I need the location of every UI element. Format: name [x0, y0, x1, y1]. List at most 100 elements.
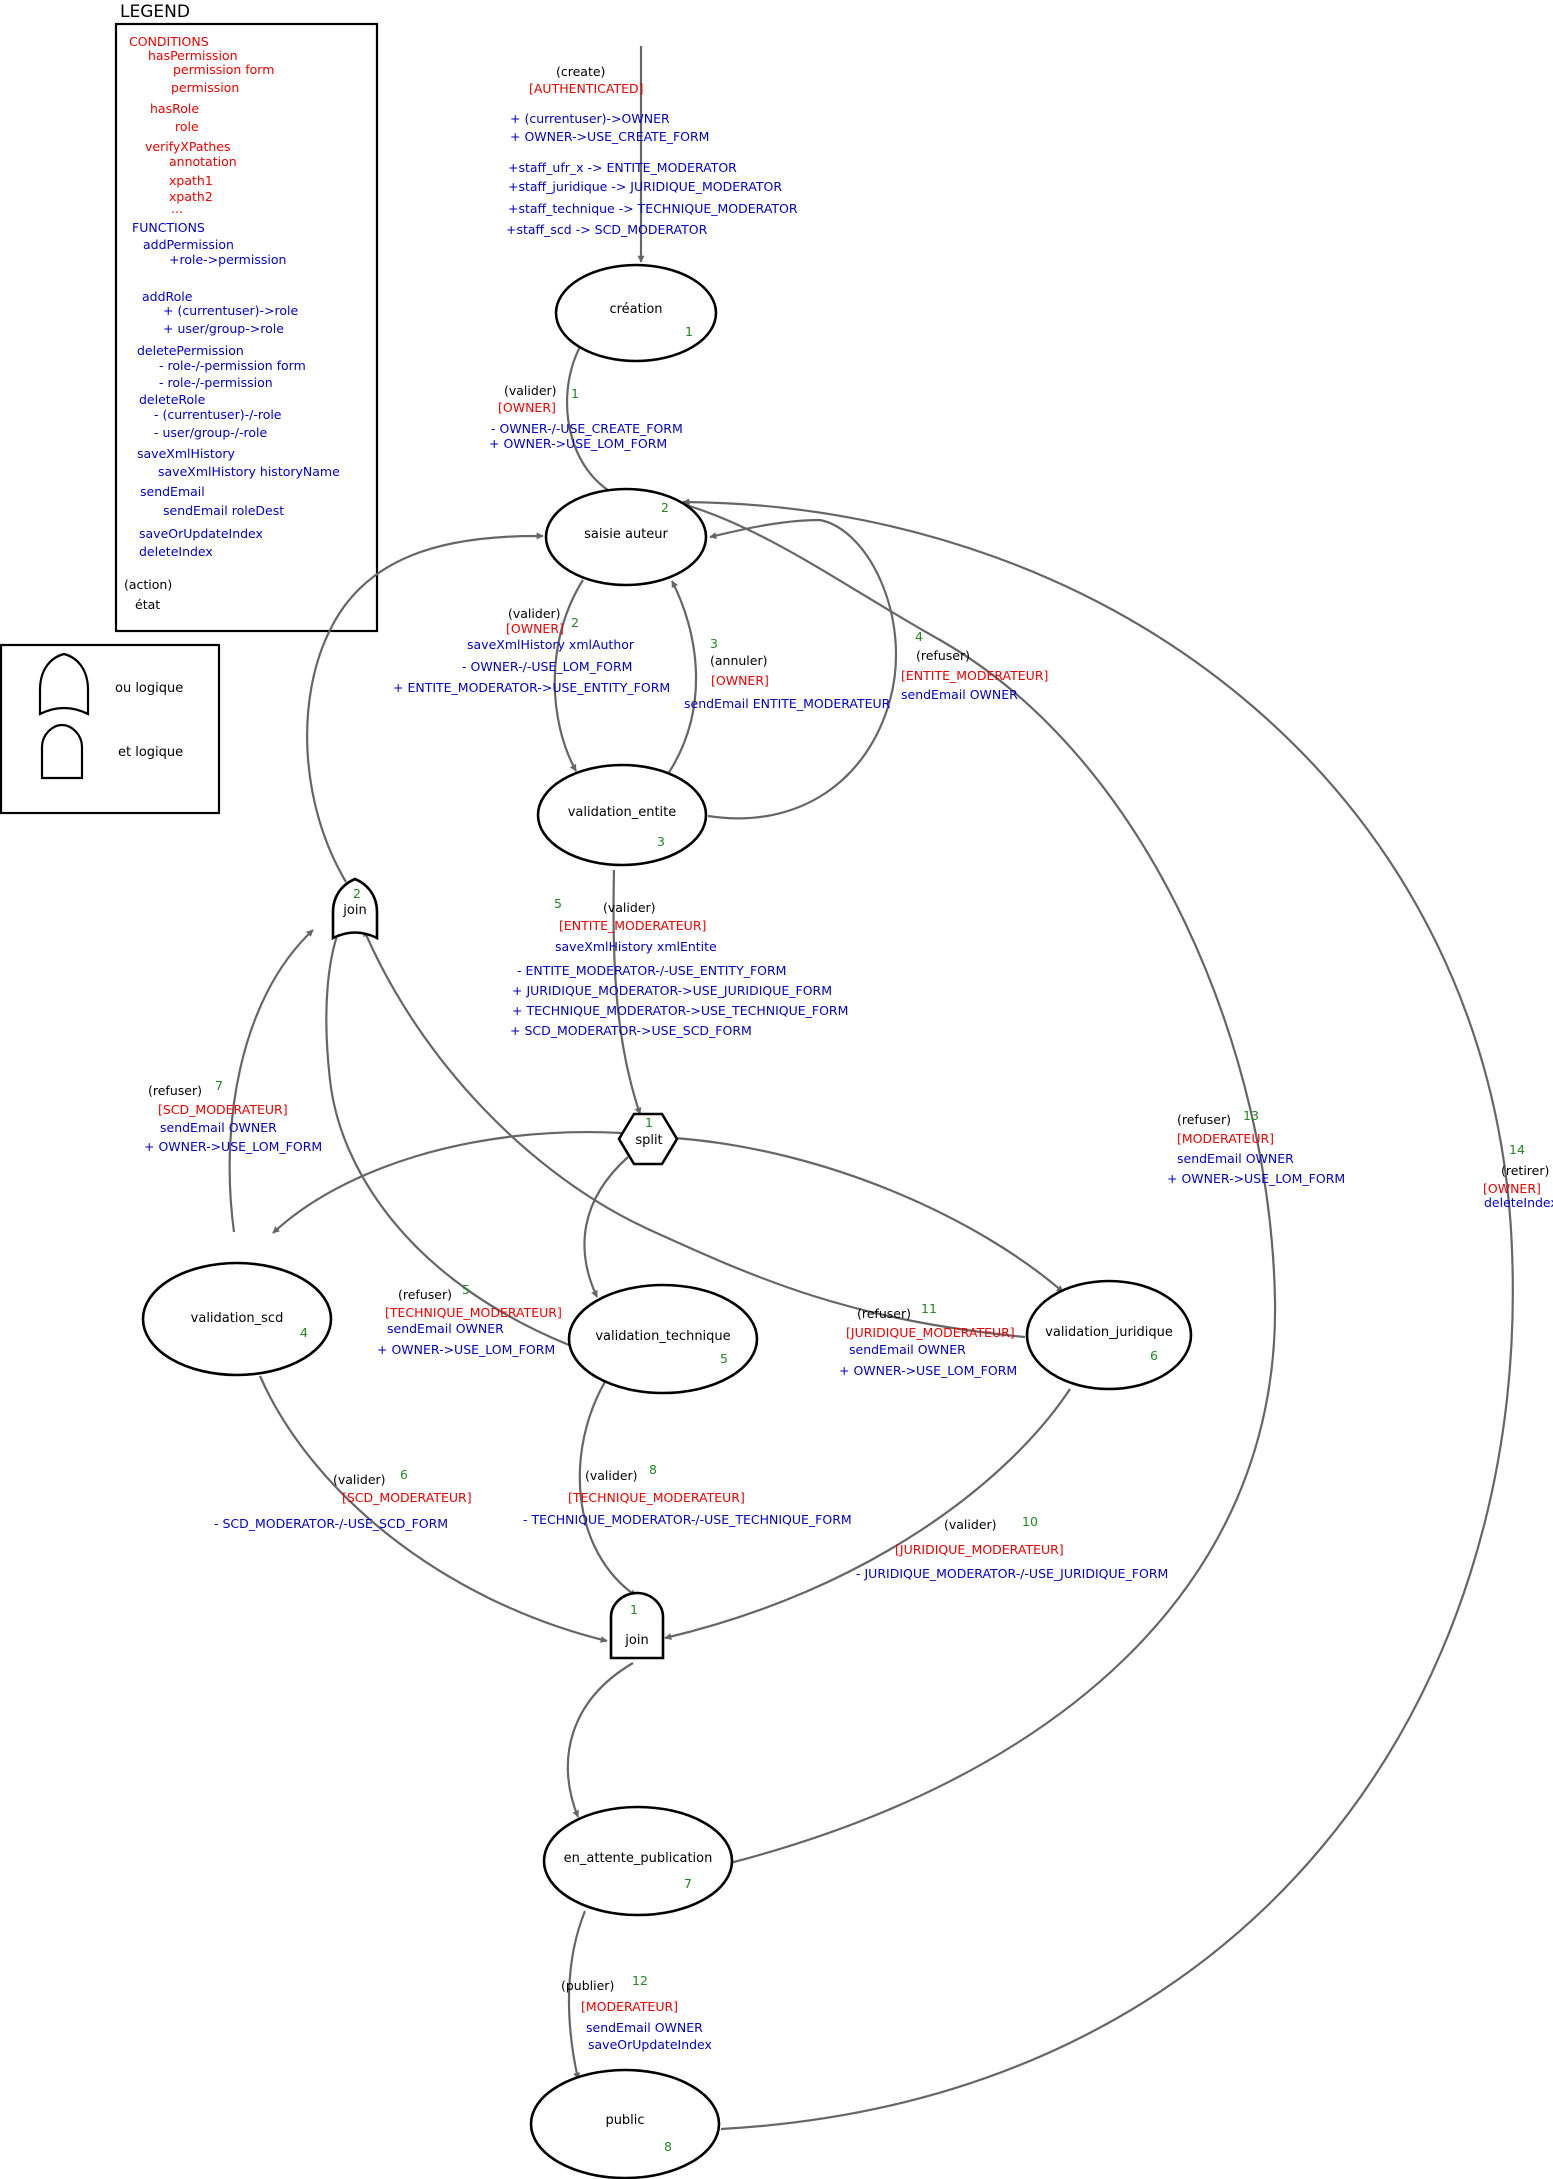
edge-2 [553, 579, 584, 772]
function-label: sendEmail OWNER [1177, 1151, 1294, 1166]
legend-line: + user/group->role [163, 321, 284, 336]
edge-label-12: 12 (publier) [MODERATEUR] sendEmail OWNE… [561, 1973, 712, 2052]
legend-lines: CONDITIONS hasPermission permission form… [124, 34, 340, 612]
join-or-gate[interactable]: join 2 [331, 877, 379, 941]
function-label: saveXmlHistory xmlAuthor [467, 637, 635, 652]
function-label: + OWNER->USE_LOM_FORM [1167, 1171, 1345, 1186]
state-validation-juridique[interactable]: validation_juridique 6 [1025, 1279, 1193, 1391]
state-validation-scd[interactable]: validation_scd 4 [141, 1261, 333, 1377]
edge-label-1: 1 (valider) [OWNER] - OWNER-/-USE_CREATE… [489, 383, 683, 451]
function-label: saveXmlHistory xmlEntite [555, 939, 717, 954]
edge-number: 5 [554, 896, 562, 911]
state-validation-entite[interactable]: validation_entite 3 [536, 763, 708, 867]
edge-8 [578, 1379, 637, 1597]
edge-5b [325, 929, 570, 1347]
function-label: - SCD_MODERATOR-/-USE_SCD_FORM [214, 1516, 448, 1531]
action-label: (valider) [508, 606, 561, 621]
condition-label: [TECHNIQUE_MODERATEUR] [568, 1490, 745, 1505]
action-label: (refuser) [1177, 1112, 1231, 1127]
function-label: +staff_technique -> TECHNIQUE_MODERATOR [508, 201, 798, 216]
edge-number: 6 [400, 1467, 408, 1482]
legend-line: CONDITIONS [129, 34, 209, 49]
legend-line: sendEmail roleDest [163, 503, 284, 518]
condition-label: [TECHNIQUE_MODERATEUR] [385, 1305, 562, 1320]
edge-number: 10 [1022, 1514, 1038, 1529]
edge-7 [228, 929, 314, 1233]
function-label: sendEmail ENTITE_MODERATEUR [684, 696, 891, 711]
node-label: validation_scd [191, 1311, 284, 1326]
legend-line: xpath2 [169, 189, 213, 204]
edge-label-5b: 5 (refuser) [TECHNIQUE_MODERATEUR] sendE… [377, 1282, 562, 1357]
legend-line: saveOrUpdateIndex [139, 526, 263, 541]
function-label: + OWNER->USE_LOM_FORM [144, 1139, 322, 1154]
edge-label-13: 13 (refuser) [MODERATEUR] sendEmail OWNE… [1167, 1108, 1345, 1186]
legend-line: permission [171, 80, 239, 95]
action-label: (retirer) [1501, 1163, 1549, 1178]
state-public[interactable]: public 8 [529, 2068, 721, 2179]
legend-line: addPermission [143, 237, 234, 252]
condition-label: [JURIDIQUE_MODERATEUR] [846, 1325, 1015, 1340]
function-label: + ENTITE_MODERATOR->USE_ENTITY_FORM [393, 680, 670, 695]
condition-label: [AUTHENTICATED] [529, 81, 644, 96]
legend-line: - user/group-/-role [154, 425, 267, 440]
action-label: (refuser) [398, 1287, 452, 1302]
edge-14 [682, 498, 1514, 2131]
node-label: validation_juridique [1045, 1325, 1173, 1340]
edge-label-2: 2 (valider) [OWNER] saveXmlHistory xmlAu… [393, 606, 670, 695]
edge-label-10: 10 (valider) [JURIDIQUE_MODERATEUR] - JU… [856, 1514, 1168, 1581]
condition-label: [ENTITE_MODERATEUR] [901, 668, 1048, 683]
function-label: sendEmail OWNER [849, 1342, 966, 1357]
edge-label-4: 4 (refuser) [ENTITE_MODERATEUR] sendEmai… [901, 629, 1048, 702]
function-label: - JURIDIQUE_MODERATOR-/-USE_JURIDIQUE_FO… [856, 1566, 1168, 1581]
edge-number: 7 [215, 1078, 223, 1093]
state-en-attente-publication[interactable]: en_attente_publication 7 [542, 1805, 734, 1917]
edge-join-to-saisie [306, 532, 544, 883]
condition-label: [OWNER] [498, 400, 556, 415]
function-label: sendEmail OWNER [160, 1120, 277, 1135]
gate-legend: ou logique et logique [0, 643, 221, 815]
node-label: en_attente_publication [564, 1851, 713, 1866]
function-label: +staff_ufr_x -> ENTITE_MODERATOR [508, 160, 737, 175]
function-label: + SCD_MODERATOR->USE_SCD_FORM [510, 1023, 752, 1038]
condition-label: [ENTITE_MODERATEUR] [559, 918, 706, 933]
legend: LEGEND CONDITIONS hasPermission permissi… [114, 2, 379, 633]
legend-line: hasPermission [148, 48, 238, 63]
node-label: split [635, 1133, 662, 1148]
legend-box [114, 22, 379, 633]
action-label: (valider) [585, 1468, 638, 1483]
legend-title: LEGEND [120, 2, 190, 22]
edge-number: 4 [915, 629, 923, 644]
action-label: (refuser) [916, 648, 970, 663]
condition-label: [MODERATEUR] [1177, 1131, 1274, 1146]
edge-number: 11 [921, 1301, 937, 1316]
legend-line: addRole [142, 289, 193, 304]
function-label: +staff_scd -> SCD_MODERATOR [506, 222, 708, 237]
edge-13 [682, 502, 1277, 1865]
state-saisie-auteur[interactable]: saisie auteur 2 [544, 487, 708, 587]
node-label: saisie auteur [584, 527, 668, 542]
function-label: + TECHNIQUE_MODERATOR->USE_TECHNIQUE_FOR… [512, 1003, 848, 1018]
node-number: 5 [720, 1351, 728, 1366]
edge-split-to-juridique [674, 1136, 1064, 1293]
function-label: sendEmail OWNER [387, 1321, 504, 1336]
legend-line: (action) [124, 577, 172, 592]
edge-number: 1 [571, 386, 579, 401]
edge-split-to-technique [583, 1156, 629, 1298]
edge-number: 5 [462, 1282, 470, 1297]
split-node[interactable]: split 1 [617, 1112, 679, 1166]
edge-10 [664, 1388, 1071, 1640]
action-label: (annuler) [710, 653, 767, 668]
state-creation[interactable]: création 1 [554, 263, 718, 363]
state-validation-technique[interactable]: validation_technique 5 [567, 1283, 759, 1395]
edge-label-14: 14 (retirer) [OWNER] deleteIndex [1483, 1142, 1553, 1210]
legend-line: permission form [173, 62, 274, 77]
node-label: création [609, 302, 662, 317]
function-label: + OWNER->USE_CREATE_FORM [510, 129, 709, 144]
edge-label-11: 11 (refuser) [JURIDIQUE_MODERATEUR] send… [839, 1301, 1017, 1378]
edge-6 [258, 1375, 608, 1643]
join-and-gate[interactable]: join 1 [609, 1591, 665, 1660]
edge-number: 14 [1509, 1142, 1525, 1157]
condition-label: [MODERATEUR] [581, 1999, 678, 2014]
condition-label: [SCD_MODERATEUR] [158, 1102, 288, 1117]
